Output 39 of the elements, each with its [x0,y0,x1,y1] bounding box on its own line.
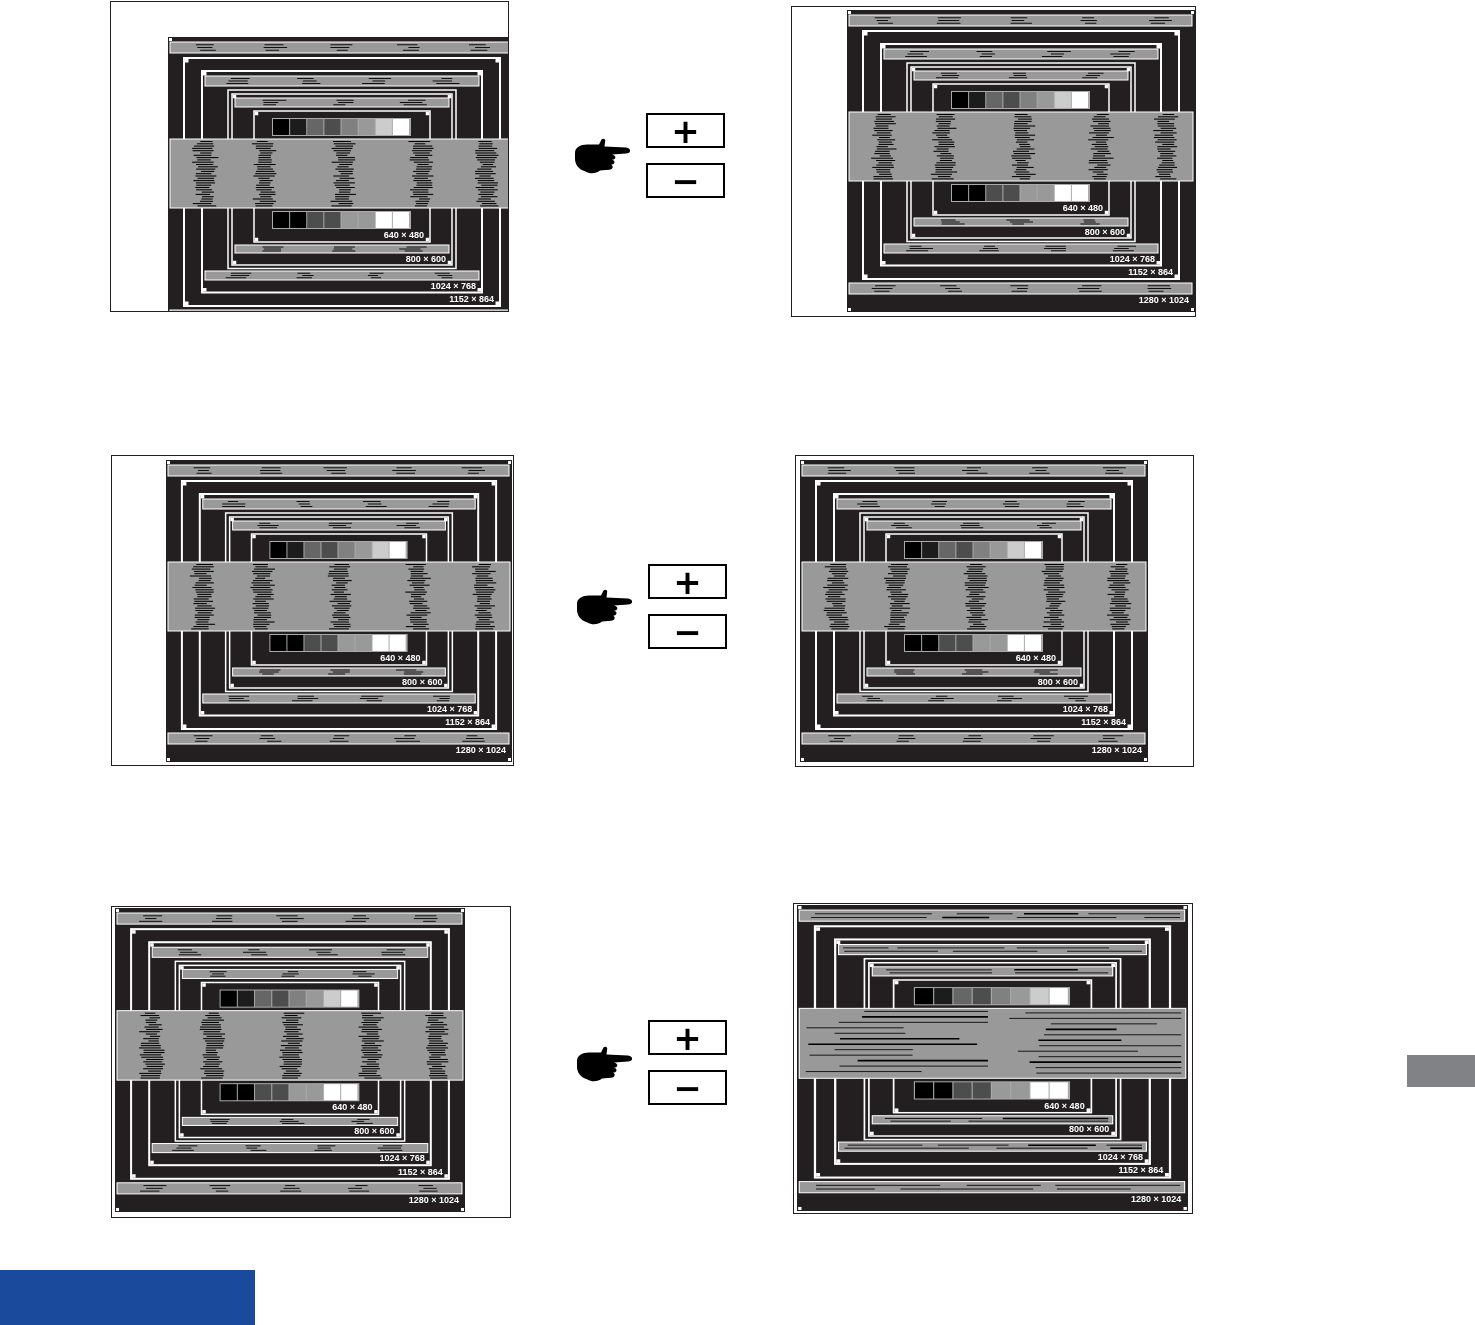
resolution-label: 800 × 600 [1037,677,1078,687]
screen-frame [111,455,514,766]
resolution-label: 640 × 480 [1062,204,1103,213]
resolution-label: 640 × 480 [1044,1101,1085,1111]
resolution-label: 1280 × 1024 [408,1195,459,1205]
resolution-label: 1024 × 768 [1097,1152,1144,1162]
resolution-label: 640 × 480 [380,654,421,663]
key-button: + [648,564,727,599]
key-button: − [646,163,725,198]
resolution-label: 1024 × 768 [430,281,476,291]
key-button: + [646,113,725,148]
resolution-label: 1280 × 1024 [1138,296,1189,305]
resolution-label: 800 × 600 [354,1126,395,1136]
resolution-label: 1024 × 768 [1062,704,1108,714]
resolution-label: 1152 × 864 [398,1167,443,1177]
screen-frame [791,6,1196,317]
resolution-label: 800 × 600 [1084,227,1125,237]
key-button: − [648,614,727,649]
resolution-label: 1280 × 1024 [1130,1194,1182,1204]
screen-frame [110,1,509,312]
resolution-label: 640 × 480 [1015,654,1056,663]
resolution-label: 1280 × 1024 [1091,746,1142,755]
resolution-label: 1152 × 864 [449,295,494,304]
resolution-label: 1024 × 768 [379,1154,425,1164]
resolution-label: 800 × 600 [402,677,443,687]
resolution-label: 1152 × 864 [1081,718,1126,727]
resolution-label: 640 × 480 [383,231,424,240]
resolution-label: 1024 × 768 [1109,254,1155,264]
key-button: + [648,1020,727,1055]
resolution-label: 1152 × 864 [1128,268,1173,277]
resolution-label: 1280 × 1024 [455,746,507,755]
screen-frame [795,455,1194,767]
resolution-label: 1024 × 768 [426,704,473,714]
resolution-label: 800 × 600 [1069,1125,1110,1135]
resolution-label: 1152 × 864 [445,718,491,727]
resolution-label: 800 × 600 [405,254,446,264]
key-button: − [648,1070,727,1105]
resolution-label: 640 × 480 [332,1103,373,1113]
resolution-label: 1152 × 864 [1118,1166,1164,1176]
